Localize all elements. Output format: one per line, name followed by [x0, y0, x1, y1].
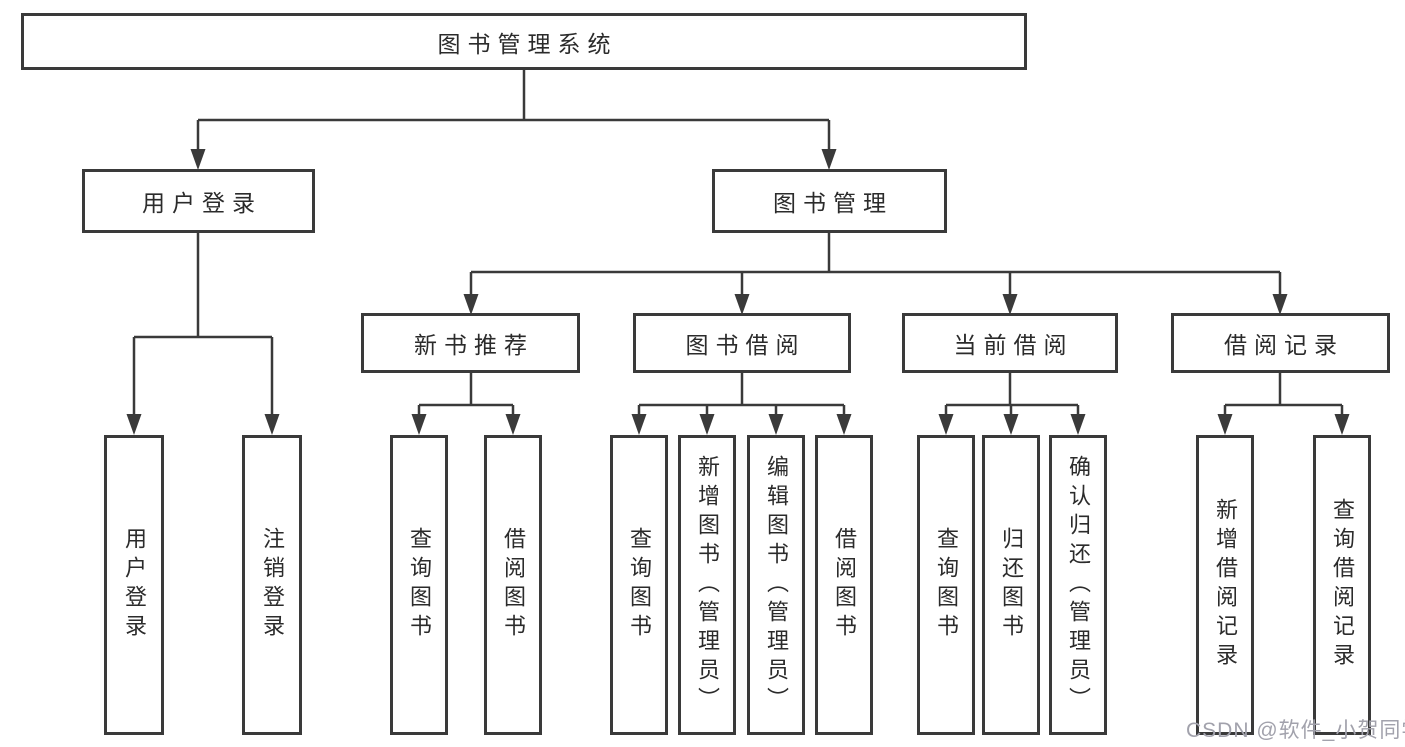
node-new-book-recommendation: 新书推荐	[361, 313, 580, 373]
node-label: 编辑图书（管理员）	[764, 454, 789, 716]
node-label: 新书推荐	[414, 332, 534, 358]
node-label: 图书借阅	[685, 332, 806, 358]
node-label: 用户登录	[142, 190, 262, 216]
leaf-return-books: 归还图书	[982, 435, 1040, 735]
node-label: 查询图书	[934, 527, 959, 643]
node-book-borrowing: 图书借阅	[633, 313, 851, 373]
node-current-borrowing: 当前借阅	[902, 313, 1118, 373]
leaf-query-borrow-record: 查询借阅记录	[1313, 435, 1371, 735]
leaf-add-books-admin: 新增图书（管理员）	[678, 435, 736, 735]
node-label: 新增借阅记录	[1213, 498, 1238, 672]
node-user-login: 用户登录	[82, 169, 315, 233]
node-label: 新增图书（管理员）	[695, 454, 720, 716]
node-label: 注销登录	[260, 527, 285, 643]
leaf-query-books-borrowing: 查询图书	[610, 435, 668, 735]
leaf-add-borrow-record: 新增借阅记录	[1196, 435, 1254, 735]
node-label: 借阅记录	[1224, 332, 1344, 358]
leaf-user-login: 用户登录	[104, 435, 164, 735]
leaf-logout: 注销登录	[242, 435, 302, 735]
csdn-watermark: CSDN @软件_小贺同学	[1186, 719, 1405, 742]
node-label: 确认归还（管理员）	[1066, 454, 1091, 716]
leaf-edit-books-admin: 编辑图书（管理员）	[747, 435, 805, 735]
leaf-query-books-current: 查询图书	[917, 435, 975, 735]
node-borrowing-records: 借阅记录	[1171, 313, 1390, 373]
leaf-query-books-recommendation: 查询图书	[390, 435, 448, 735]
leaf-borrow-books-recommendation: 借阅图书	[484, 435, 542, 735]
leaf-confirm-return-admin: 确认归还（管理员）	[1049, 435, 1107, 735]
node-label: 借阅图书	[832, 527, 857, 643]
node-label: 查询借阅记录	[1330, 498, 1355, 672]
node-book-management: 图书管理	[712, 169, 947, 233]
node-label: 归还图书	[999, 527, 1024, 643]
node-label: 用户登录	[122, 527, 147, 643]
node-label: 查询图书	[627, 527, 652, 643]
node-label: 图书管理	[773, 190, 893, 216]
node-label: 当前借阅	[953, 332, 1074, 358]
leaf-borrow-books-borrowing: 借阅图书	[815, 435, 873, 735]
node-label: 查询图书	[407, 527, 432, 643]
node-library-management-system: 图书管理系统	[21, 13, 1027, 70]
node-label: 借阅图书	[501, 527, 526, 643]
node-label: 图书管理系统	[437, 30, 618, 57]
